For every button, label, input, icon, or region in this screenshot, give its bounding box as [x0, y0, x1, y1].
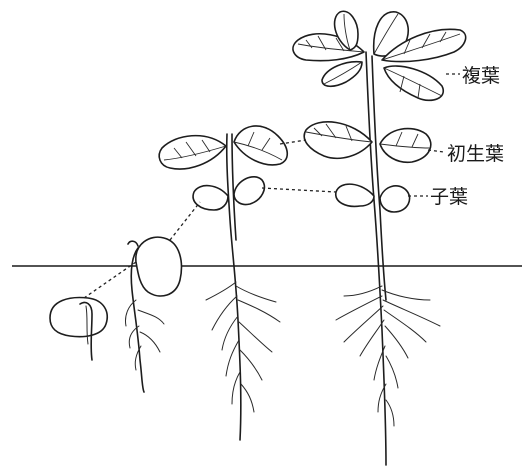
leader-cotyledon-between — [262, 188, 336, 192]
cotyledon-left-stage3 — [193, 186, 228, 210]
seed-coat-cotyledon — [136, 237, 182, 296]
compound-leaflet-lower-right — [384, 66, 443, 100]
stage-4-mature — [293, 11, 466, 465]
cotyledon-left-stage4 — [336, 184, 374, 206]
primary-leaf-left-stage3 — [159, 136, 226, 169]
stage-1-seed — [50, 298, 107, 360]
leader-stage1-to-2 — [84, 262, 136, 298]
label-compound-leaf: 複葉 — [462, 65, 500, 87]
primary-leaf-right-stage4 — [380, 129, 431, 163]
primary-leaf-left-stage4 — [304, 122, 372, 158]
cotyledon-right-stage3 — [234, 177, 264, 205]
stage-2-emerging — [125, 237, 181, 392]
leader-primary-leaf — [428, 150, 444, 152]
cotyledon-right-stage4 — [380, 186, 410, 212]
label-cotyledon: 子葉 — [430, 186, 468, 208]
seed — [50, 298, 107, 337]
primary-leaf-right-stage3 — [234, 126, 287, 165]
leader-stage2-to-3 — [170, 202, 200, 240]
label-primary-leaf: 初生葉 — [447, 143, 504, 165]
